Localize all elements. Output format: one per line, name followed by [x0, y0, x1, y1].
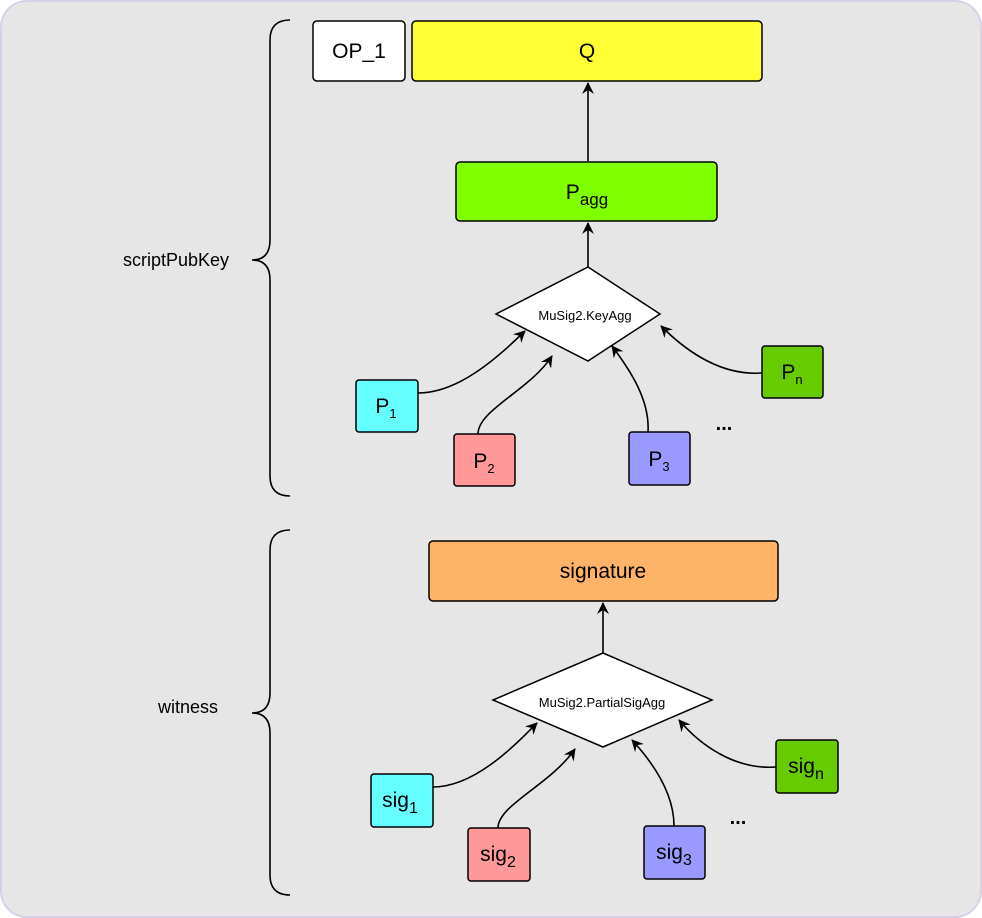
sig-1-base: sig [382, 789, 409, 812]
q-label: Q [579, 40, 595, 63]
svg-text:sig1: sig1 [382, 789, 418, 817]
svg-text:sig3: sig3 [656, 841, 692, 869]
arrow-p1 [417, 330, 526, 394]
sig-n: sign [775, 739, 839, 794]
keyagg-node: MuSig2.KeyAgg [494, 266, 662, 362]
arrow-sig3 [631, 739, 675, 827]
key-p2-base: P [473, 450, 487, 473]
sig-n-base: sig [788, 755, 815, 778]
sig-1-sub: 1 [409, 800, 418, 817]
svg-text:sig2: sig2 [480, 843, 516, 871]
pagg-node: Pagg [455, 161, 718, 222]
key-p1-base: P [375, 395, 389, 418]
svg-text:P2: P2 [473, 450, 494, 476]
scriptpubkey-brace [251, 19, 291, 497]
key-p1: P1 [355, 379, 419, 433]
svg-text:Pagg: Pagg [566, 181, 608, 209]
scriptpubkey-label: scriptPubKey [123, 250, 229, 270]
arrow-sig2 [497, 748, 576, 829]
witness-label: witness [157, 697, 218, 717]
key-p3-sub: 3 [662, 459, 669, 474]
key-pn-base: P [781, 361, 795, 384]
keys-ellipsis: ... [716, 413, 733, 435]
key-p3: P3 [628, 431, 691, 486]
svg-text:P1: P1 [375, 395, 396, 421]
sigs-ellipsis: ... [730, 807, 747, 829]
sig-3: sig3 [643, 825, 706, 880]
key-pn-sub: n [795, 372, 802, 387]
svg-text:P3: P3 [648, 448, 669, 474]
sigagg-node: MuSig2.PartialSigAgg [491, 652, 714, 748]
op1-label: OP_1 [332, 40, 386, 63]
arrow-sig1 [432, 722, 538, 788]
op1-node: OP_1 [312, 20, 406, 82]
arrow-pn [660, 325, 763, 374]
sig-n-sub: n [815, 766, 824, 783]
sig-3-base: sig [656, 841, 683, 864]
sig-2-sub: 2 [507, 854, 516, 871]
key-p2-sub: 2 [487, 461, 494, 476]
pagg-base: P [566, 181, 580, 204]
svg-text:sign: sign [788, 755, 824, 783]
arrow-p2 [477, 355, 553, 435]
keyagg-label: MuSig2.KeyAgg [538, 308, 631, 323]
signature-label: signature [560, 560, 646, 583]
svg-text:Pn: Pn [781, 361, 802, 387]
q-node: Q [411, 20, 763, 82]
key-p1-sub: 1 [389, 406, 396, 421]
key-pn: Pn [761, 345, 824, 399]
arrow-sign [678, 719, 777, 768]
sigagg-label: MuSig2.PartialSigAgg [539, 695, 665, 710]
witness-brace [251, 529, 291, 896]
key-p3-base: P [648, 448, 662, 471]
sig-2-base: sig [480, 843, 507, 866]
arrow-p3 [611, 345, 649, 433]
sig-2: sig2 [467, 827, 531, 882]
signature-node: signature [428, 540, 779, 602]
sig-1: sig1 [370, 773, 434, 828]
key-p2: P2 [453, 433, 516, 487]
pagg-sub: agg [580, 190, 608, 209]
sig-3-sub: 3 [683, 852, 692, 869]
